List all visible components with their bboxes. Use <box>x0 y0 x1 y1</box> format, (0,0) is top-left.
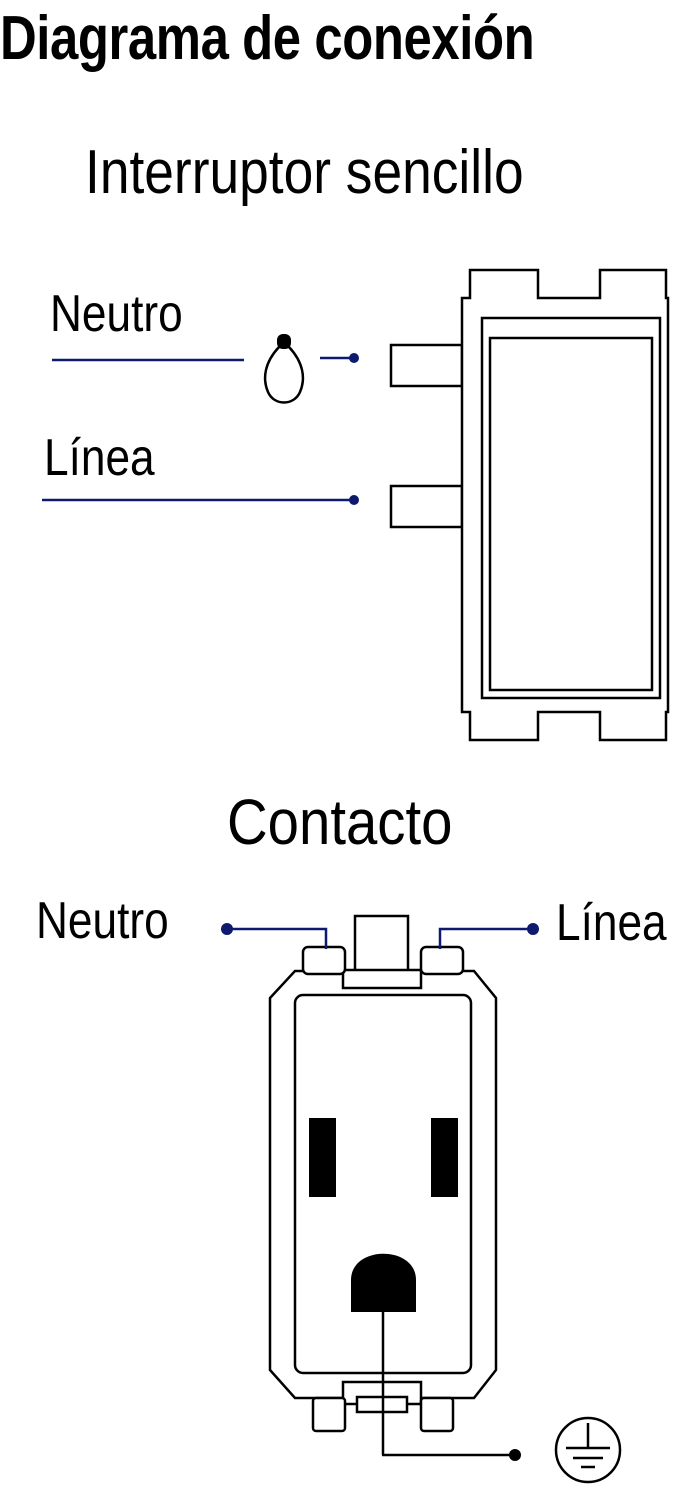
switch-device <box>389 268 670 742</box>
outlet-section-title: Contacto <box>227 786 453 858</box>
outlet-neutral-terminal <box>301 945 347 976</box>
switch-line-label: Línea <box>44 429 155 487</box>
switch-neutral-terminal <box>389 343 464 388</box>
outlet-line-label: Línea <box>556 894 667 952</box>
outlet-line-terminal <box>419 945 465 976</box>
outlet-left-slot <box>309 1118 336 1197</box>
switch-line-terminal <box>389 484 464 529</box>
outlet-neutral-label: Neutro <box>36 892 169 950</box>
outlet-device <box>268 914 498 1433</box>
outlet-top-bar <box>341 968 423 990</box>
switch-rocker <box>488 336 654 692</box>
page-title: Diagrama de conexión <box>0 4 535 73</box>
outlet-right-slot <box>431 1118 458 1197</box>
ground-symbol-icon <box>554 1416 622 1484</box>
outlet-ground-wire <box>381 1300 521 1461</box>
outlet-top-tab <box>353 914 410 976</box>
switch-body <box>460 268 670 742</box>
light-bulb-icon <box>263 334 305 404</box>
switch-neutral-label: Neutro <box>50 285 183 343</box>
switch-section-title: Interruptor sencillo <box>85 138 524 207</box>
outlet-line-wire <box>438 923 539 949</box>
switch-line-wire <box>42 495 359 505</box>
outlet-bottom-left-foot <box>311 1396 347 1433</box>
outlet-neutral-wire <box>221 923 328 949</box>
outlet-ground-hole <box>351 1253 416 1312</box>
switch-neutral-wire <box>52 353 359 363</box>
switch-frame <box>480 316 662 700</box>
outlet-bottom-right-foot <box>419 1396 455 1433</box>
